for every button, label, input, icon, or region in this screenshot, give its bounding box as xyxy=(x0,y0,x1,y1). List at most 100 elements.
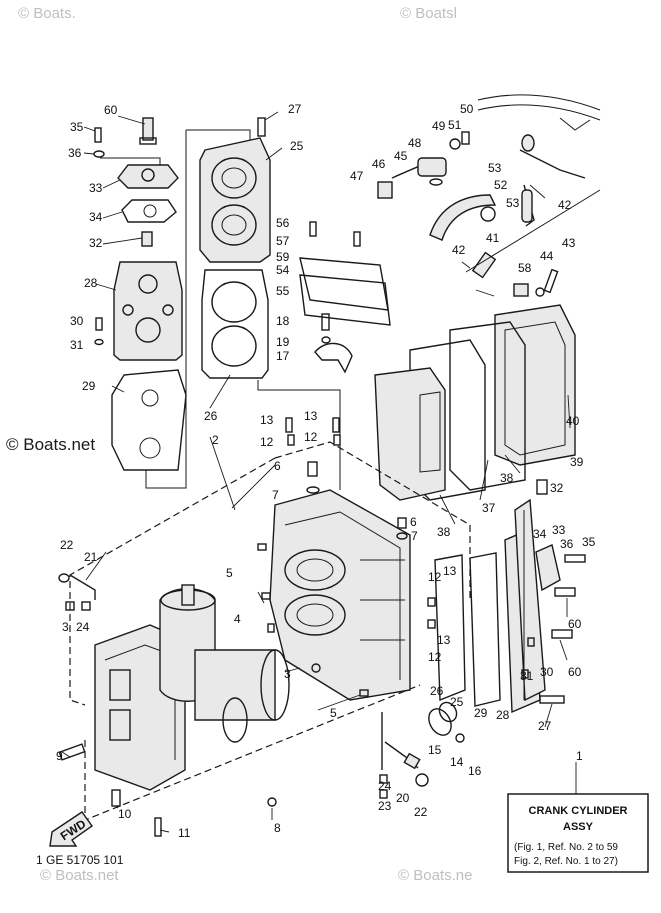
callout-38: 38 xyxy=(500,471,514,485)
callout-6: 6 xyxy=(410,515,417,529)
callout-55: 55 xyxy=(276,284,290,298)
watermark-bottom-right: © Boats.ne xyxy=(398,867,472,884)
callout-47: 47 xyxy=(350,169,364,183)
callout-7: 7 xyxy=(411,529,418,543)
legend-box: CRANK CYLINDER ASSY (Fig. 1, Ref. No. 2 … xyxy=(507,793,649,873)
callout-53: 53 xyxy=(488,161,502,175)
callout-35: 35 xyxy=(70,120,84,134)
callout-34: 34 xyxy=(89,210,103,224)
callout-16: 16 xyxy=(468,764,482,778)
legend-title: CRANK CYLINDER xyxy=(529,805,628,817)
callout-28: 28 xyxy=(84,276,98,290)
callout-20: 20 xyxy=(396,791,410,805)
callout-17: 17 xyxy=(276,349,290,363)
callout-26: 26 xyxy=(204,409,218,423)
callout-42: 42 xyxy=(558,198,572,212)
callout-40: 40 xyxy=(566,414,580,428)
legend-line2: Fig. 2, Ref. No. 1 to 27) xyxy=(514,856,618,867)
callout-15: 15 xyxy=(428,743,442,757)
callout-59: 59 xyxy=(276,250,290,264)
callout-11: 11 xyxy=(178,826,191,840)
callout-10: 10 xyxy=(118,807,132,821)
callout-36: 36 xyxy=(68,146,82,160)
callout-18: 18 xyxy=(276,314,290,328)
callout-1: 1 xyxy=(576,749,583,763)
callout-29: 29 xyxy=(474,706,488,720)
callout-labels: 6035363334322830312927252656575954551819… xyxy=(56,102,596,840)
crankcase-half-group: FWD xyxy=(49,573,290,847)
callout-54: 54 xyxy=(276,263,290,277)
callout-58: 58 xyxy=(518,261,532,275)
callout-12: 12 xyxy=(428,650,442,664)
doc-code: 1 GE 51705 101 xyxy=(36,853,124,867)
legend-line1: (Fig. 1, Ref. No. 2 to 59 xyxy=(514,842,618,853)
callout-43: 43 xyxy=(562,236,576,250)
callout-41: 41 xyxy=(486,231,500,245)
callout-45: 45 xyxy=(394,149,408,163)
callout-24: 24 xyxy=(76,620,90,634)
thermostat-cover-group xyxy=(299,94,601,501)
callout-52: 52 xyxy=(494,178,508,192)
callout-4: 4 xyxy=(234,612,241,626)
callout-9: 9 xyxy=(56,749,63,763)
callout-25: 25 xyxy=(450,695,464,709)
callout-38: 38 xyxy=(437,525,451,539)
callout-13: 13 xyxy=(437,633,451,647)
callout-13: 13 xyxy=(304,409,318,423)
callout-5: 5 xyxy=(330,706,337,720)
callout-13: 13 xyxy=(443,564,457,578)
callout-51: 51 xyxy=(448,118,462,132)
callout-46: 46 xyxy=(372,157,386,171)
callout-37: 37 xyxy=(482,501,496,515)
legend-subtitle: ASSY xyxy=(563,821,594,833)
callout-28: 28 xyxy=(496,708,510,722)
callout-8: 8 xyxy=(274,821,281,835)
callout-36: 36 xyxy=(560,537,574,551)
callout-12: 12 xyxy=(260,435,274,449)
callout-60: 60 xyxy=(568,665,582,679)
callout-26: 26 xyxy=(430,684,444,698)
callout-49: 49 xyxy=(432,119,446,133)
callout-19: 19 xyxy=(276,335,290,349)
callout-39: 39 xyxy=(570,455,584,469)
callout-27: 27 xyxy=(288,102,302,116)
callout-12: 12 xyxy=(428,570,442,584)
callout-56: 56 xyxy=(276,216,290,230)
callout-2: 2 xyxy=(212,433,219,447)
callout-31: 31 xyxy=(520,669,534,683)
watermark-middle: © Boats.net xyxy=(6,435,95,454)
callout-24: 24 xyxy=(378,779,392,793)
callout-13: 13 xyxy=(260,413,274,427)
callout-6: 6 xyxy=(274,459,281,473)
callout-60: 60 xyxy=(568,617,582,631)
watermark-top-left: © Boats. xyxy=(18,5,76,22)
leader-lines xyxy=(61,111,571,833)
callout-7: 7 xyxy=(272,488,279,502)
callout-32: 32 xyxy=(550,481,564,495)
callout-31: 31 xyxy=(70,338,84,352)
callout-33: 33 xyxy=(552,523,566,537)
callout-3: 3 xyxy=(284,667,291,681)
callout-35: 35 xyxy=(582,535,596,549)
callout-57: 57 xyxy=(276,234,290,248)
callout-34: 34 xyxy=(533,527,547,541)
callout-53: 53 xyxy=(506,196,520,210)
callout-3: 3 xyxy=(62,620,69,634)
watermark-top-right: © Boatsl xyxy=(400,5,457,22)
callout-25: 25 xyxy=(290,139,304,153)
callout-23: 23 xyxy=(378,799,392,813)
callout-21: 21 xyxy=(84,550,98,564)
callout-29: 29 xyxy=(82,379,96,393)
callout-32: 32 xyxy=(89,236,103,250)
callout-27: 27 xyxy=(538,719,552,733)
callout-14: 14 xyxy=(450,755,464,769)
callout-30: 30 xyxy=(540,665,554,679)
side-covers-group xyxy=(415,479,586,795)
callout-5: 5 xyxy=(226,566,233,580)
callout-48: 48 xyxy=(408,136,422,150)
callout-44: 44 xyxy=(540,249,554,263)
callout-33: 33 xyxy=(89,181,103,195)
callout-22: 22 xyxy=(414,805,428,819)
cylinder-head-group xyxy=(93,117,341,490)
